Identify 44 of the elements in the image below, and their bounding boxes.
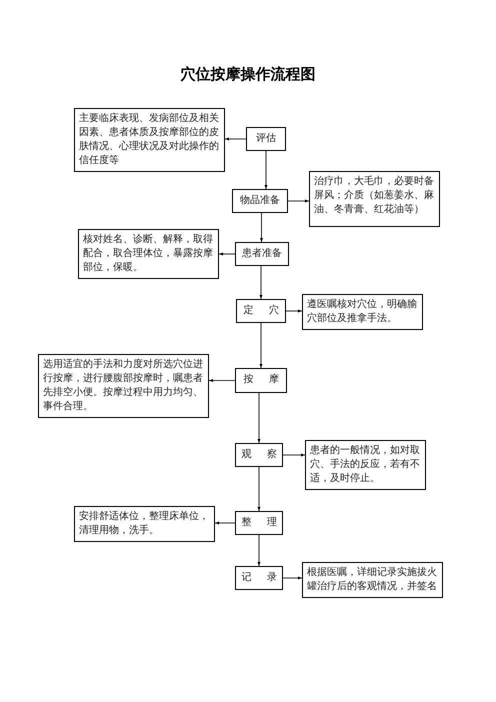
process-box [246,127,286,151]
process-box [235,511,283,535]
arrow [214,522,236,524]
arrow [258,392,260,444]
step-label: 评估 [255,132,277,146]
step-label: 定 穴 [242,304,280,318]
step-label: 患者准备 [241,247,283,261]
arrow [282,454,306,456]
process-box [235,368,287,393]
arrow [260,212,263,242]
arrow [260,266,262,300]
arrow [224,138,246,140]
process-box [235,566,283,590]
note-text: 根据医嘱，详细记录实施拔火罐治疗后的客观情况，并签名 [307,566,438,594]
process-box [235,443,283,467]
note-text: 安排舒适体位，整理床单位，清理用物，洗手。 [79,510,210,538]
arrow [288,200,310,202]
note-box [302,562,443,598]
process-box [235,242,289,266]
note-box [309,171,440,227]
note-text: 遵医嘱核对穴位，明确腧穴部位及推拿手法。 [307,298,418,326]
step-label: 按 摩 [242,373,280,387]
note-text: 患者的一般情况，如对取穴、手法的反应，若有不适，及时停止。 [310,444,421,486]
note-text: 治疗巾，大毛巾，必要时备屏风；介质（如葱姜水、麻油、冬青膏、红花油等） [314,175,435,217]
arrow [260,322,262,368]
arrow [258,466,260,512]
note-box [302,294,423,330]
arrow [282,576,302,580]
arrow [286,310,302,312]
step-label: 整 理 [240,516,278,530]
process-box [232,189,288,213]
step-label: 物品准备 [239,194,281,208]
note-text: 核对姓名、诊断、解释，取得配合，取合理体位，暴露按摩部位，保暖。 [83,233,214,275]
step-label: 记 录 [240,571,278,585]
step-label: 观 察 [240,448,278,462]
arrow [258,534,260,566]
arrow [218,252,236,256]
note-text: 主要临床表现、发病部位及相关因素、患者体质及按摩部位的皮肤情况、心理状况及对此操作的信任度等 [79,112,220,168]
arrow [264,150,268,190]
note-box [74,506,215,542]
note-text: 选用适宜的手法和力度对所选穴位进行按摩，进行腰腹部按摩时，嘱患者先排空小便。按摩过程中用力均匀、事件合理。 [43,358,204,414]
arrow [208,379,236,382]
diagram-title: 穴位按摩操作流程图 [180,64,316,84]
process-box [236,299,286,323]
